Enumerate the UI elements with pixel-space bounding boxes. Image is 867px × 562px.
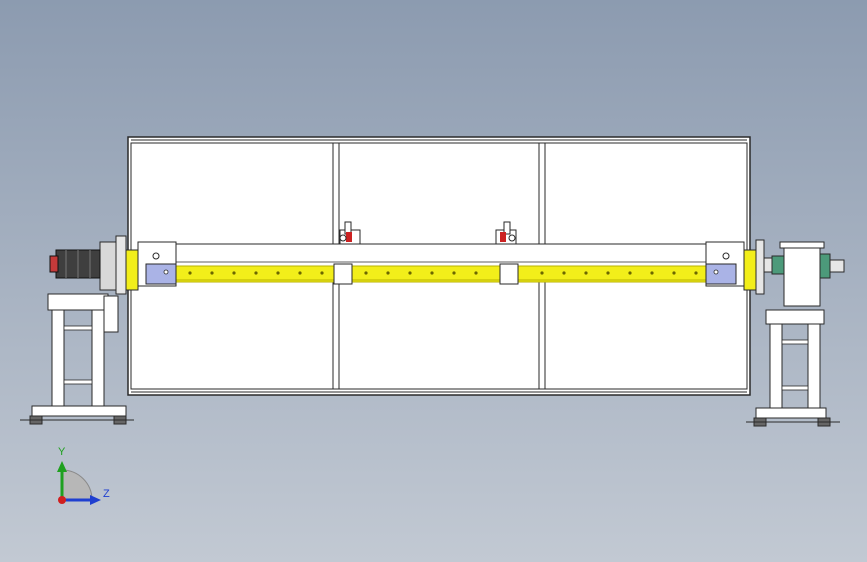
- stand-leg: [807, 323, 821, 409]
- motor-cap: [49, 255, 59, 273]
- beam-splice-left: [333, 263, 353, 285]
- bracket-plate: [145, 263, 177, 285]
- stand-base: [31, 405, 127, 417]
- bracket-plate: [705, 263, 737, 285]
- bearing-housing-cap: [779, 241, 825, 249]
- clamp-pivot: [339, 234, 347, 242]
- stand-brace: [63, 379, 93, 385]
- beam-hole: [320, 271, 324, 275]
- triad-quarter-disc: [61, 469, 93, 501]
- beam-hole: [232, 271, 236, 275]
- upper-bar-body: [175, 243, 707, 267]
- beam-hole: [606, 271, 610, 275]
- bracket-bolt: [722, 252, 730, 260]
- left-headstock: [20, 235, 134, 425]
- y-axis-arrowhead: [57, 461, 67, 472]
- toggle-clamp-left: [339, 221, 361, 245]
- toggle-clamp-right: [495, 221, 517, 245]
- beam-hole: [562, 271, 566, 275]
- beam-hole: [628, 271, 632, 275]
- beam-hole: [452, 271, 456, 275]
- z-axis-label: Z: [103, 488, 110, 500]
- beam-hole: [430, 271, 434, 275]
- headstock-faceplate: [115, 235, 127, 295]
- right-tailstock: [746, 239, 845, 427]
- tailstock-shaft-end: [829, 259, 845, 273]
- stand-top: [47, 293, 109, 311]
- beam-hole: [386, 271, 390, 275]
- right-end-bracket: [705, 241, 757, 291]
- beam-hole: [364, 271, 368, 275]
- beam-hole: [408, 271, 412, 275]
- stand-brace: [781, 339, 809, 345]
- tailstock-faceplate: [755, 239, 765, 295]
- coupling: [819, 253, 831, 279]
- x-axis-dot-icon: [58, 496, 66, 504]
- beam-hole: [474, 271, 478, 275]
- stand-top: [765, 309, 825, 325]
- bracket-bolt: [152, 252, 160, 260]
- beam-hole: [694, 271, 698, 275]
- beam-hole: [650, 271, 654, 275]
- z-axis-arrowhead: [90, 495, 101, 505]
- beam-holes: [188, 271, 698, 275]
- stand-base: [755, 407, 827, 419]
- fixture-upper-bar: [175, 243, 707, 267]
- clamp-handle-icon: [346, 232, 352, 242]
- beam-hole: [584, 271, 588, 275]
- clamp-arm: [503, 221, 511, 235]
- beam-hole: [210, 271, 214, 275]
- coupling: [771, 255, 785, 275]
- flange-yellow: [125, 249, 139, 291]
- stand-leg: [51, 309, 65, 407]
- stand-side-plate: [103, 295, 119, 333]
- coordinate-triad: Y Z: [57, 446, 110, 505]
- headstock-hub: [99, 241, 117, 291]
- beam-hole: [540, 271, 544, 275]
- stand-leg: [769, 323, 783, 409]
- beam-hole: [254, 271, 258, 275]
- bracket-bolt: [163, 269, 169, 275]
- flange-yellow: [743, 249, 757, 291]
- beam-splice-right: [499, 263, 519, 285]
- stand-brace: [63, 325, 93, 331]
- clamp-pivot: [508, 234, 516, 242]
- clamp-handle-icon: [500, 232, 506, 242]
- stand-leg: [91, 309, 105, 407]
- y-axis-label: Y: [58, 446, 66, 458]
- bearing-housing: [783, 243, 821, 307]
- beam-hole: [276, 271, 280, 275]
- stand-brace: [781, 385, 809, 391]
- left-end-bracket: [125, 241, 177, 291]
- beam-hole: [672, 271, 676, 275]
- yellow-beam: [175, 263, 707, 285]
- beam-hole: [298, 271, 302, 275]
- bracket-bolt: [713, 269, 719, 275]
- beam-hole: [188, 271, 192, 275]
